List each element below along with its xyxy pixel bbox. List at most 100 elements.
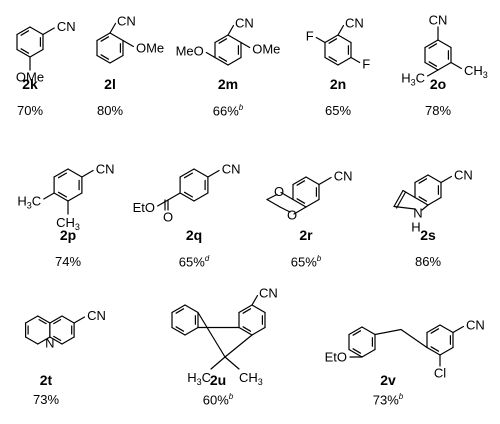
bond-line	[29, 48, 44, 58]
bond-line	[426, 324, 441, 334]
nitrile-group: CN	[87, 308, 106, 323]
bond-line	[305, 176, 320, 186]
yield-footnote: b	[228, 392, 234, 401]
bond-line	[183, 172, 193, 179]
bond-line	[43, 192, 55, 200]
bond-line	[73, 316, 86, 324]
ethoxy-group: EtO	[325, 350, 347, 365]
bond-line	[109, 54, 124, 64]
compound-yield-2q: 65%d	[179, 254, 209, 269]
fluoro-group: F	[306, 29, 314, 44]
yield-value: 86%	[414, 254, 442, 269]
bond-line	[266, 193, 278, 201]
methyl-group: CH3	[464, 63, 488, 81]
ring-nitrogen: N	[413, 206, 422, 221]
bond-line	[210, 356, 226, 370]
ring-nitrogen: N	[45, 336, 54, 351]
bond-line	[424, 39, 439, 49]
bond-line	[16, 48, 31, 58]
bond-line	[393, 189, 404, 208]
bond-line	[61, 315, 75, 324]
compound-yield-2k: 70%	[17, 103, 43, 118]
bond-line	[266, 198, 281, 208]
nitrile-group: CN	[466, 318, 485, 333]
bond-line	[171, 304, 186, 314]
yield-value: 78%	[424, 103, 452, 118]
bond-line	[424, 61, 439, 71]
bond-line	[251, 304, 266, 314]
bond-line	[324, 34, 339, 44]
compound-id-2k: 2k	[22, 76, 38, 92]
bond-line	[197, 311, 226, 358]
bond-line	[440, 175, 452, 184]
compound-yield-2o: 78%	[425, 103, 451, 118]
bond-line	[337, 34, 352, 44]
bond-line	[171, 326, 186, 336]
bond-line	[100, 36, 110, 42]
bond-line	[53, 319, 62, 325]
compound-yield-2r: 65%b	[291, 254, 321, 269]
bond-line	[96, 54, 111, 64]
bond-line	[122, 39, 134, 48]
bond-line	[37, 336, 51, 345]
bond-line	[16, 26, 31, 36]
compound-yield-2n: 65%	[325, 103, 351, 118]
bond-line	[29, 26, 44, 36]
bond-line	[315, 36, 326, 44]
methoxy-group: OMe	[136, 41, 164, 56]
bond-line	[42, 27, 55, 36]
bond-line	[292, 198, 307, 208]
bond-line	[402, 189, 416, 199]
ring-oxygen: O	[287, 208, 297, 223]
yield-footnote: d	[204, 254, 210, 263]
bond-line	[109, 32, 124, 42]
bond-line	[183, 191, 193, 198]
nitrile-group: CN	[117, 13, 136, 28]
bond-line	[348, 348, 363, 358]
bond-line	[207, 169, 220, 178]
compound-id-2s: 2s	[420, 227, 436, 243]
bond-line	[427, 196, 442, 206]
yield-value: 70%	[16, 103, 44, 118]
compound-id-2m: 2m	[217, 76, 239, 92]
yield-value: 74%	[54, 254, 82, 269]
compound-id-2t: 2t	[39, 372, 53, 388]
bond-line	[337, 56, 352, 66]
bond-line	[227, 34, 242, 44]
nitrile-group: CN	[334, 169, 353, 184]
yield-footnote: b	[316, 254, 322, 263]
compound-id-2n: 2n	[329, 76, 347, 92]
bond-line	[179, 192, 195, 202]
bond-line	[418, 178, 428, 184]
methoxy-group: MeO	[176, 44, 204, 59]
yield-value: 65%	[178, 254, 205, 270]
bond-line	[184, 326, 199, 336]
bond-line	[184, 304, 199, 314]
bond-line	[293, 206, 307, 215]
bond-line	[439, 324, 454, 334]
bond-line	[218, 38, 228, 44]
bond-line	[328, 56, 338, 62]
compound-yield-2t: 73%	[33, 392, 59, 407]
bond-line	[324, 56, 339, 66]
bond-line	[37, 315, 51, 324]
methyl-group: CH3	[56, 215, 80, 233]
bond-line	[214, 34, 229, 44]
bond-line	[49, 336, 63, 345]
bond-line	[352, 330, 362, 336]
bond-line	[214, 56, 229, 66]
compound-id-2p: 2p	[59, 227, 77, 243]
carbonyl-oxygen: O	[163, 210, 173, 225]
bond-line	[157, 199, 169, 207]
bond-line	[175, 308, 185, 314]
bond-line	[25, 315, 39, 324]
bond-line	[452, 325, 464, 334]
bond-line	[218, 56, 228, 62]
bond-line	[49, 315, 63, 324]
bond-line	[450, 61, 462, 70]
bond-line	[179, 168, 195, 178]
